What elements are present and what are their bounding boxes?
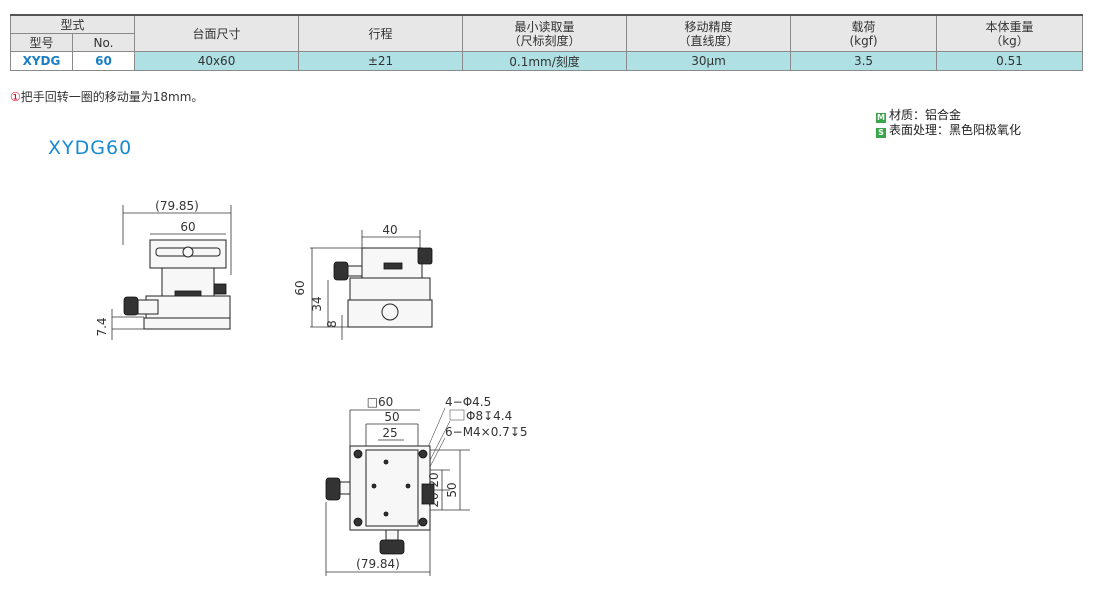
dim-top-overall: (79.84)	[356, 557, 400, 571]
cell-accuracy: 30μm	[626, 51, 792, 71]
dim-top-25: 25	[382, 426, 397, 440]
side-view-drawing: 40 60 34 8	[293, 223, 433, 340]
surface-badge: S	[876, 128, 886, 138]
cell-table-size: 40x60	[134, 51, 300, 71]
header-table-size: 台面尺寸	[134, 14, 300, 52]
header-no: No.	[71, 33, 136, 52]
header-load: 载荷(kgf)	[790, 14, 938, 52]
handle-note: ①把手回转一圈的移动量为18mm。	[10, 88, 203, 105]
material-text: 材质：铝合金	[889, 108, 962, 122]
header-weight: 本体重量（kg）	[936, 14, 1084, 52]
dim-front-base: 7.4	[95, 317, 109, 336]
dim-top-50: 50	[384, 410, 399, 424]
top-view-drawing: □60 50 25 4−Φ4.5 Φ8↧4.4 6−M4×0.7↧5 20 20…	[325, 395, 528, 576]
cell-no: 60	[71, 51, 136, 71]
header-min-reading: 最小读取量（尺标刻度）	[462, 14, 628, 52]
cell-travel: ±21	[298, 51, 464, 71]
header-type: 型式	[9, 14, 136, 34]
dim-top-v20b: 20	[427, 492, 441, 507]
header-accuracy: 移动精度（直线度）	[626, 14, 792, 52]
surface-text: 表面处理：黑色阳极氧化	[889, 123, 1022, 137]
dim-top-holes3: 6−M4×0.7↧5	[445, 425, 528, 439]
dim-side-height: 60	[293, 280, 307, 295]
header-travel: 行程	[298, 14, 464, 52]
dim-front-table: 60	[180, 220, 195, 234]
dim-side-table: 40	[382, 223, 397, 237]
dim-top-holes1: 4−Φ4.5	[445, 395, 491, 409]
cell-weight: 0.51	[936, 51, 1084, 71]
header-model: 型号	[10, 33, 73, 52]
table-row: XYDG 60 40x60 ±21 0.1mm/刻度 30μm 3.5 0.51	[10, 51, 1084, 71]
dim-top-v50: 50	[445, 482, 459, 497]
cell-min-reading: 0.1mm/刻度	[462, 51, 628, 71]
dim-side-mid: 34	[310, 296, 324, 311]
spec-table: 型式 台面尺寸 行程 最小读取量（尺标刻度） 移动精度（直线度） 载荷(kgf)…	[9, 14, 1084, 71]
model-title: XYDG60	[48, 137, 133, 159]
dim-front-overall: (79.85)	[155, 199, 199, 213]
front-view-drawing: (79.85) 60 7.4	[95, 199, 232, 340]
note-marker: ①	[10, 90, 21, 104]
cell-model: XYDG	[10, 51, 73, 71]
material-badge: M	[876, 113, 886, 123]
note-text: 把手回转一圈的移动量为18mm。	[20, 90, 204, 104]
dim-side-base: 8	[325, 320, 339, 328]
dim-top-v20a: 20	[427, 472, 441, 487]
dim-top-square: □60	[367, 395, 394, 409]
cell-load: 3.5	[790, 51, 938, 71]
dim-top-holes2: Φ8↧4.4	[466, 409, 512, 423]
